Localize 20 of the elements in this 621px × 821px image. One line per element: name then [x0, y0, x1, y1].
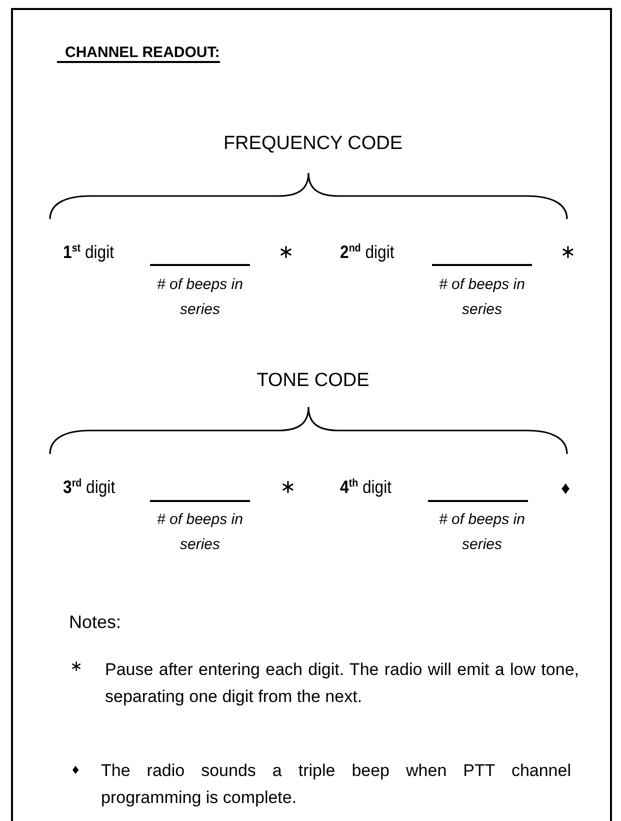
title: CHANNEL READOUT: [57, 44, 220, 63]
field-caption: # of beeps in series [156, 275, 244, 320]
diamond-symbol: ♦ [72, 761, 80, 777]
digit-label: 3$^{rd}$ digit [63, 477, 116, 498]
asterisk-symbol: ∗ [70, 657, 83, 675]
notes-heading: Notes: [69, 612, 122, 633]
asterisk-symbol: ∗ [560, 241, 576, 264]
digit-label: 1$^{st}$ digit [63, 242, 114, 263]
field-caption: # of beeps in series [438, 510, 526, 555]
digit-label: 2$^{nd}$ digit [340, 242, 394, 263]
diamond-symbol: ♦ [561, 478, 570, 499]
note-text: Pause after entering each digit. The radio will emit a low tone, separating one digit from the next. [105, 659, 579, 708]
field-caption: # of beeps in series [438, 275, 526, 320]
digit-label: 4$^{th}$ digit [340, 477, 392, 498]
section-heading: TONE CODE [256, 370, 370, 392]
asterisk-symbol: ∗ [280, 476, 296, 499]
field-caption: # of beeps in series [156, 510, 244, 555]
asterisk-symbol: ∗ [278, 241, 294, 264]
note-text: The radio sounds a triple beep when PTT channel programming is complete. [101, 760, 571, 809]
section-heading: FREQUENCY CODE [222, 133, 404, 155]
